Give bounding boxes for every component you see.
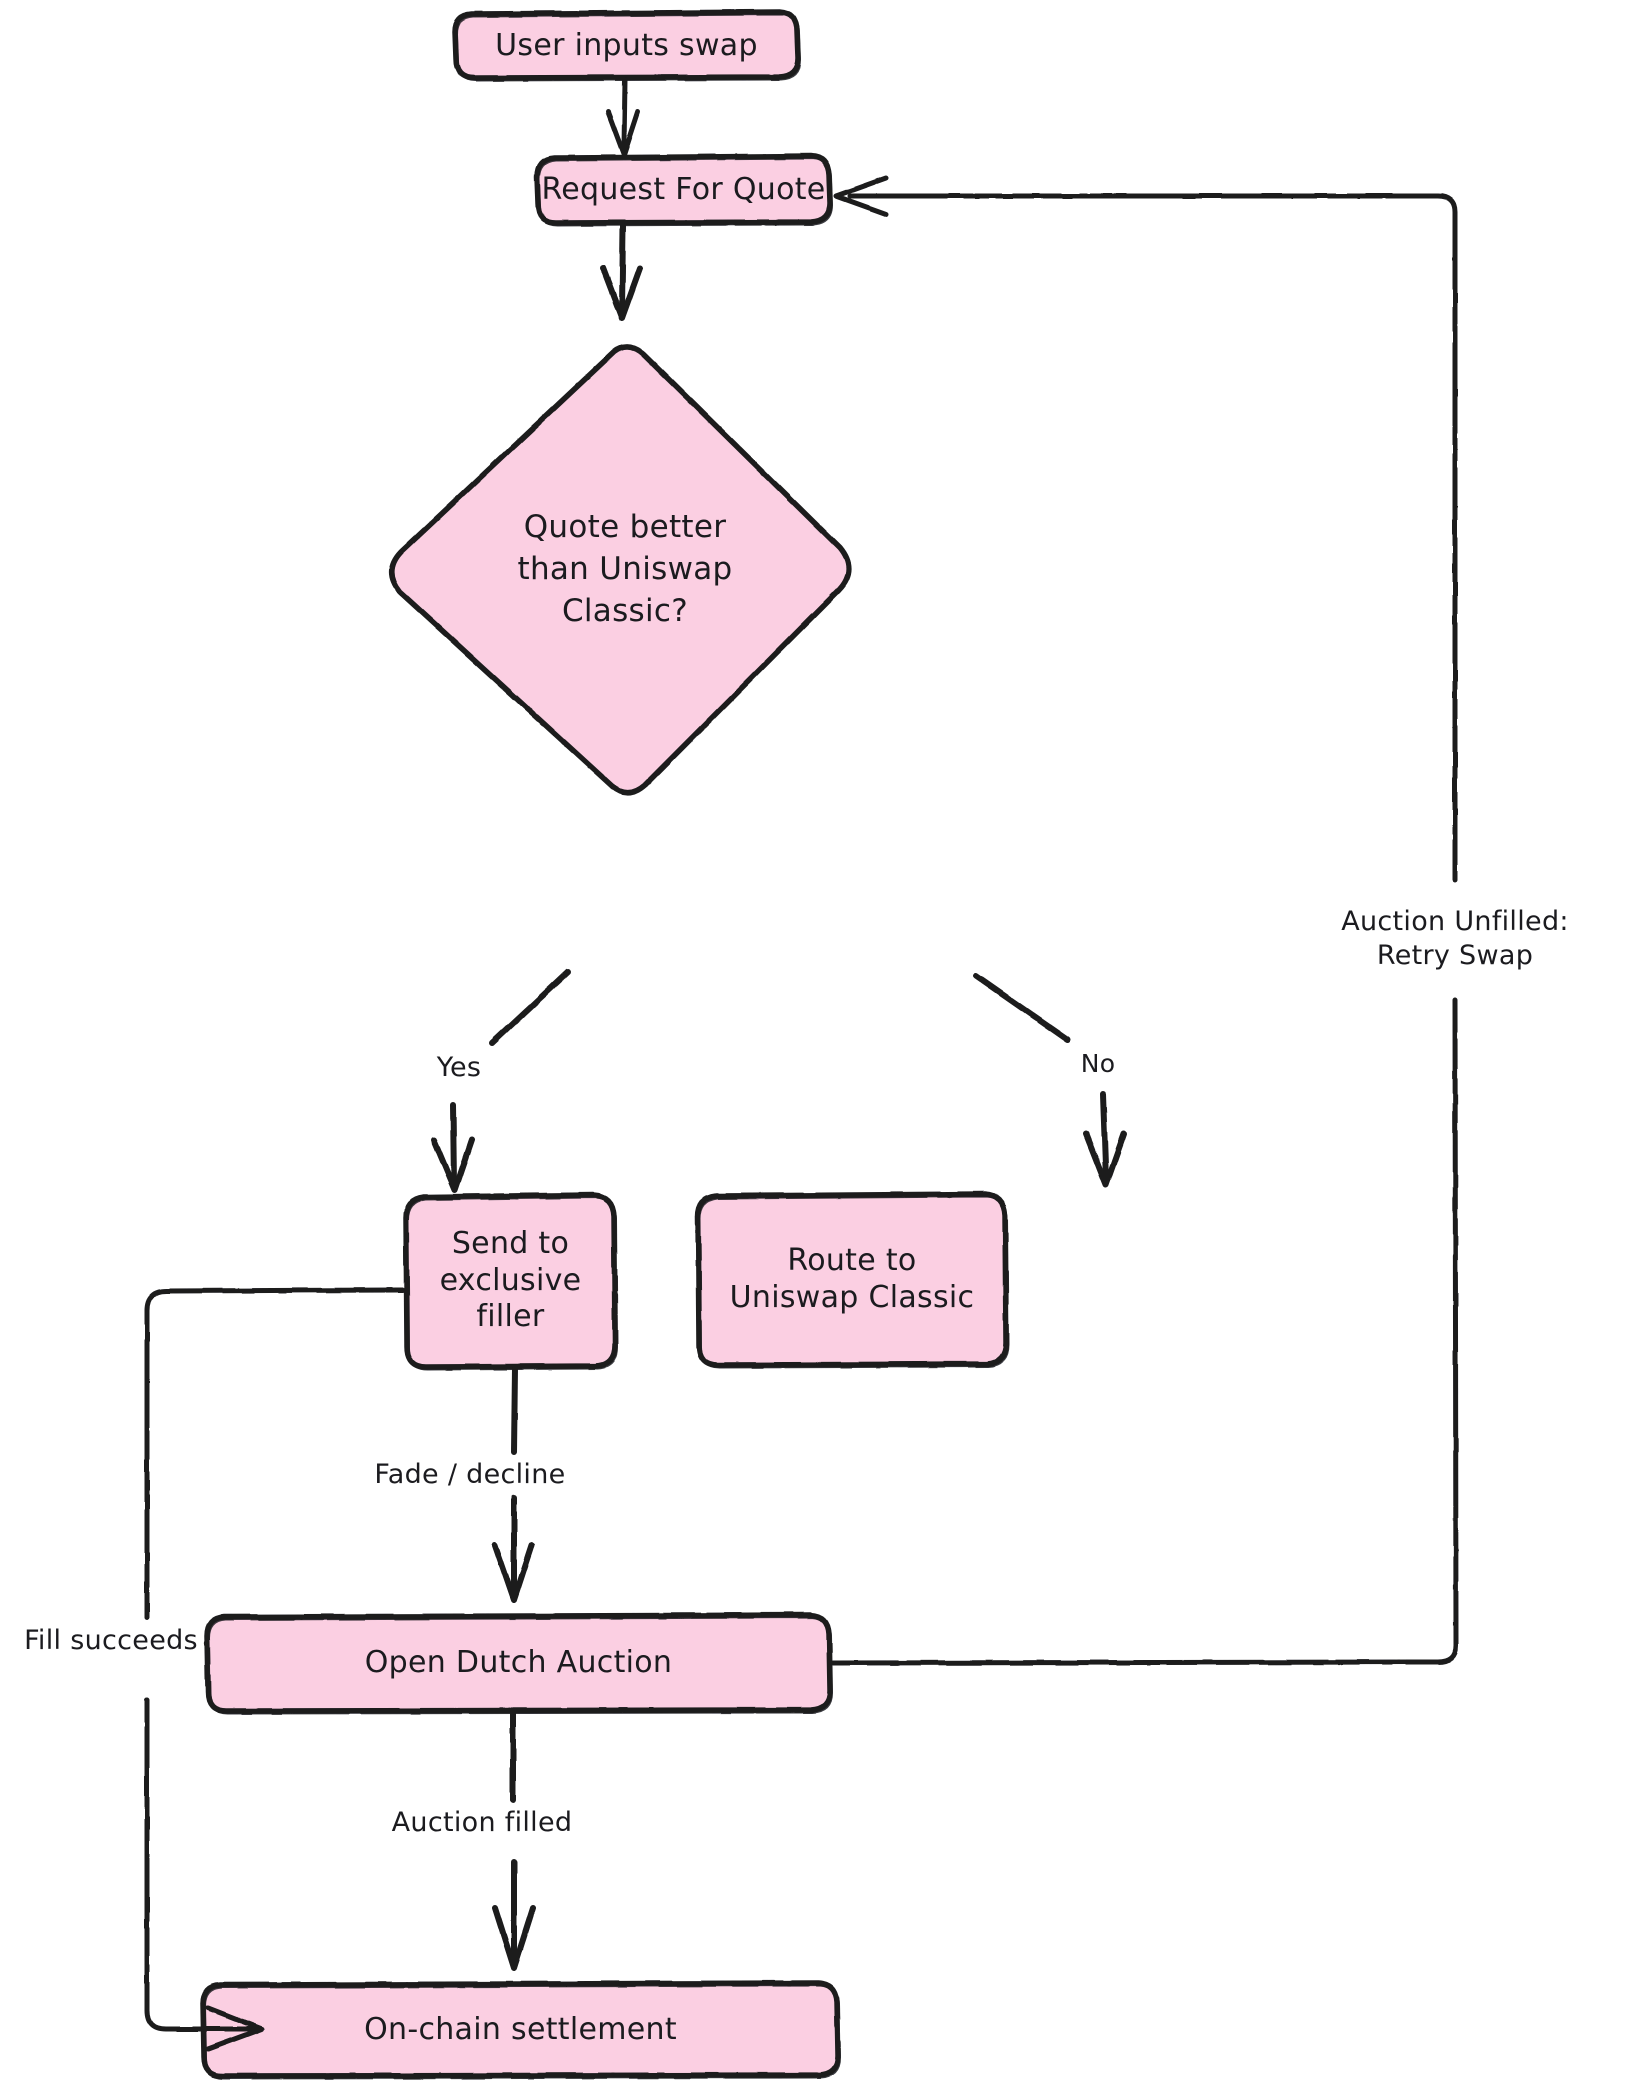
edge-text-fill-succeeds: Fill succeeds <box>24 1625 198 1657</box>
edge-label-fade-decline: Fade / decline <box>330 1452 610 1498</box>
edge-filler-to-settlement <box>144 1287 406 2052</box>
node-text-on-chain-settlement: On-chain settlement <box>364 2011 677 2047</box>
node-open-dutch-auction[interactable] <box>204 1612 834 1715</box>
node-text-quote-better-decision: Quote better than Uniswap Classic? <box>517 509 733 629</box>
edge-auction-to-settlement <box>492 1710 536 1971</box>
edge-rfq-to-decision <box>600 223 643 321</box>
node-request-for-quote[interactable] <box>534 153 834 227</box>
node-label-user-inputs-swap: User inputs swap <box>455 14 798 78</box>
node-text-user-inputs-swap: User inputs swap <box>495 27 758 63</box>
edge-label-fill-succeeds: Fill succeeds <box>6 1618 216 1664</box>
node-quote-better-decision[interactable] <box>389 344 852 796</box>
edge-decision-to-filler-yes <box>431 969 571 1193</box>
node-label-on-chain-settlement: On-chain settlement <box>203 1984 838 2076</box>
node-text-route-to-uniswap-classic: Route to Uniswap Classic <box>729 1243 975 1315</box>
node-text-send-to-exclusive-filler: Send to exclusive filler <box>439 1226 582 1335</box>
edge-input-to-rfq <box>605 77 641 158</box>
node-on-chain-settlement[interactable] <box>200 1980 842 2080</box>
edge-text-no: No <box>1080 1049 1116 1079</box>
edge-auction-to-rfq-retry <box>830 175 1459 1666</box>
node-text-request-for-quote: Request For Quote <box>541 171 826 207</box>
edge-label-no: No <box>1048 1042 1148 1086</box>
node-label-request-for-quote: Request For Quote <box>537 157 830 223</box>
edge-text-auction-unfilled-retry: Auction Unfilled: Retry Swap <box>1341 906 1569 971</box>
edge-filler-to-auction <box>492 1365 535 1603</box>
edge-text-fade-decline: Fade / decline <box>374 1459 566 1491</box>
node-text-open-dutch-auction: Open Dutch Auction <box>364 1645 673 1681</box>
edge-label-yes: Yes <box>404 1046 514 1090</box>
edge-text-yes: Yes <box>436 1052 482 1084</box>
edge-decision-to-classic-no <box>973 973 1127 1188</box>
edge-label-auction-unfilled-retry: Auction Unfilled: Retry Swap <box>1274 894 1636 984</box>
node-label-route-to-uniswap-classic: Route to Uniswap Classic <box>698 1195 1006 1365</box>
edge-text-auction-filled: Auction filled <box>391 1807 573 1839</box>
node-user-inputs-swap[interactable] <box>452 9 802 82</box>
node-route-to-uniswap-classic[interactable] <box>695 1191 1010 1369</box>
edge-label-auction-filled: Auction filled <box>342 1800 622 1846</box>
node-label-open-dutch-auction: Open Dutch Auction <box>207 1616 830 1711</box>
node-label-send-to-exclusive-filler: Send to exclusive filler <box>406 1196 615 1366</box>
node-label-quote-better-decision: Quote better than Uniswap Classic? <box>440 480 810 660</box>
node-send-to-exclusive-filler[interactable] <box>403 1192 619 1371</box>
